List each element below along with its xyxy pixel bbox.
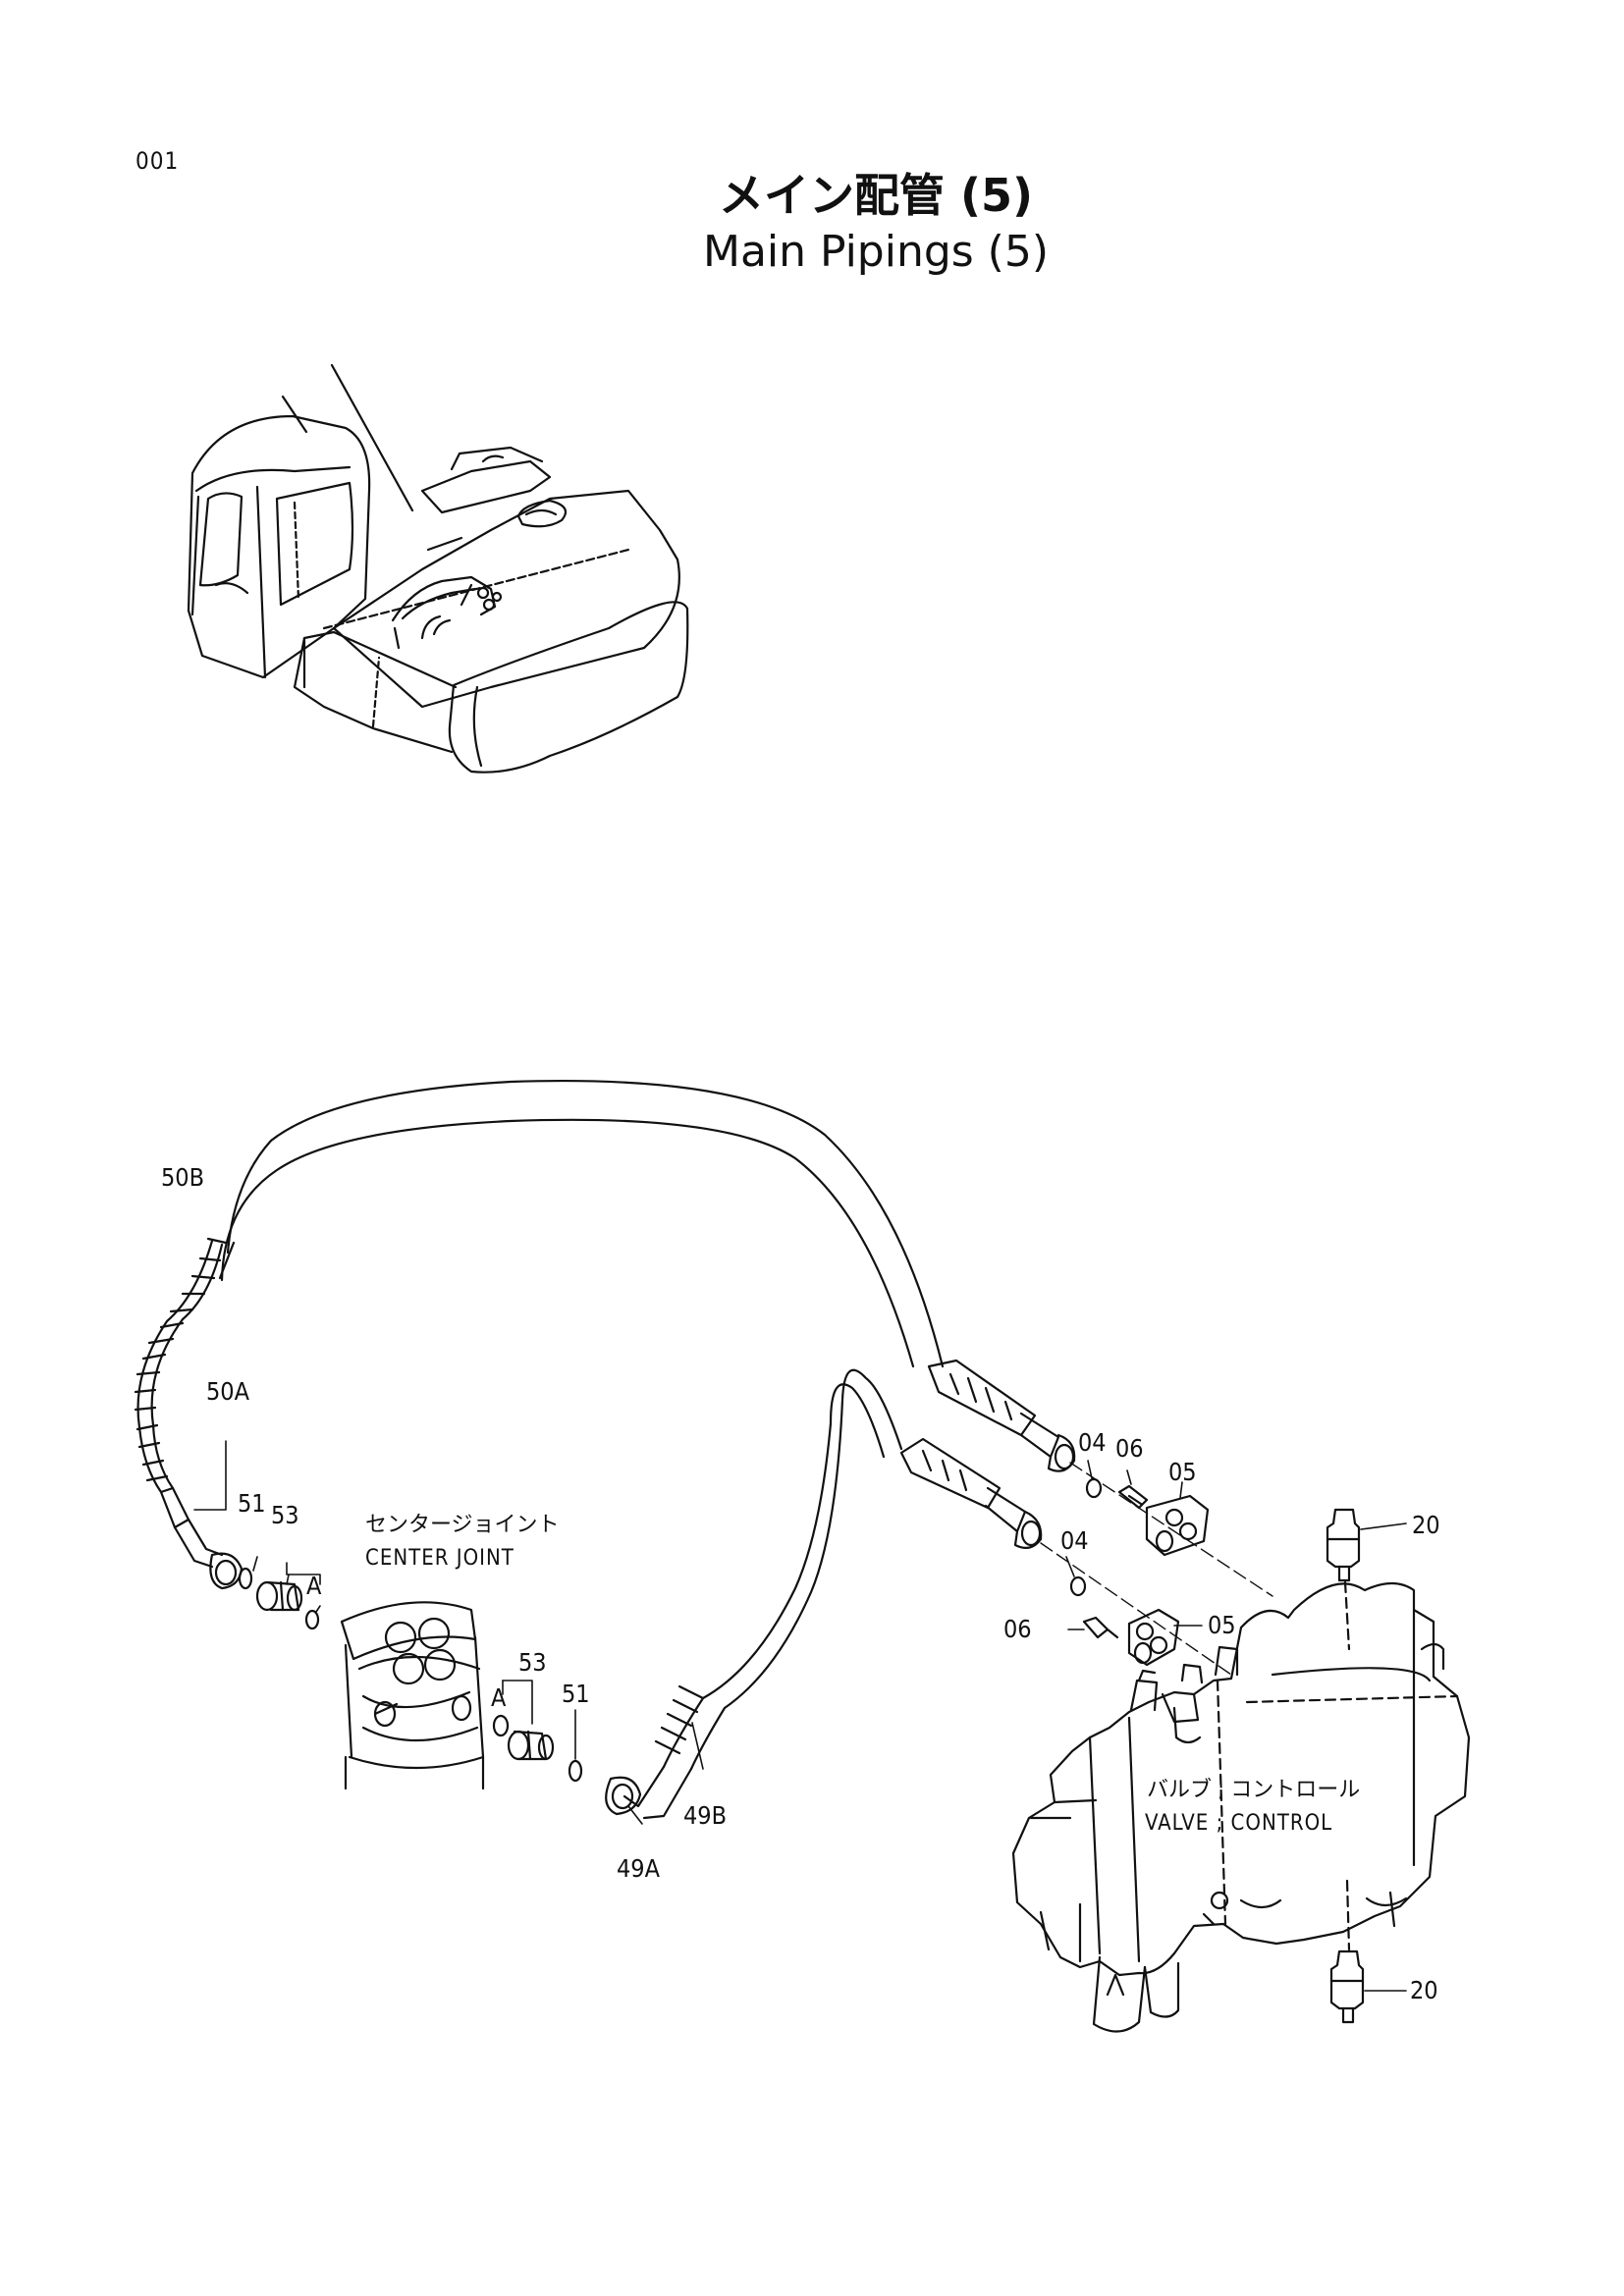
page-code: 001 [135, 147, 180, 175]
callout-49b: 49B [683, 1801, 727, 1830]
control-valve [1011, 1508, 1471, 2033]
page-title-japanese: メイン配管 (5) [718, 169, 1034, 222]
label-center-joint-english: CENTER JOINT [365, 1546, 514, 1571]
diagram-labels: センタージョイント CENTER JOINT バルブ ; コントロール VALV… [365, 1513, 1360, 1836]
flange-parts [1040, 1460, 1273, 1676]
label-center-joint-japanese: センタージョイント [365, 1513, 560, 1537]
callout-51-left: 51 [238, 1489, 266, 1518]
callout-50a: 50A [206, 1377, 250, 1406]
label-control-valve-japanese: バルブ ; コントロール [1147, 1778, 1360, 1802]
callout-numbers: 50B 50A 51 53 A 53 A 51 49A 49B 04 06 05… [161, 1163, 1440, 2004]
center-joint [340, 1601, 485, 1790]
callout-05-top: 05 [1168, 1458, 1197, 1486]
callout-53-right: 53 [518, 1648, 547, 1677]
callout-20-bottom: 20 [1410, 1976, 1438, 2004]
callout-20-top: 20 [1412, 1511, 1440, 1539]
callout-06-left: 06 [1003, 1615, 1032, 1643]
callout-04-top: 04 [1078, 1428, 1107, 1457]
callout-51-right: 51 [562, 1680, 590, 1708]
callout-06-top: 06 [1115, 1434, 1144, 1463]
callout-a-right: A [491, 1683, 507, 1712]
callout-53-left: 53 [271, 1501, 299, 1529]
left-fittings [193, 1440, 321, 1630]
excavator-overview-illustration [187, 363, 689, 774]
callout-05-mid: 05 [1208, 1611, 1236, 1639]
callout-49a: 49A [617, 1854, 661, 1883]
page-title-english: Main Pipings (5) [702, 227, 1050, 277]
title-block: メイン配管 (5) Main Pipings (5) [0, 167, 1624, 281]
hose-50-assembly [134, 1079, 1076, 1590]
center-fittings [492, 1680, 643, 1825]
callout-50b: 50B [161, 1163, 204, 1192]
callout-a-left: A [306, 1572, 322, 1600]
hose-49-assembly [605, 1368, 1043, 1820]
callout-04-mid: 04 [1060, 1526, 1089, 1555]
label-control-valve-english: VALVE ; CONTROL [1145, 1811, 1332, 1836]
